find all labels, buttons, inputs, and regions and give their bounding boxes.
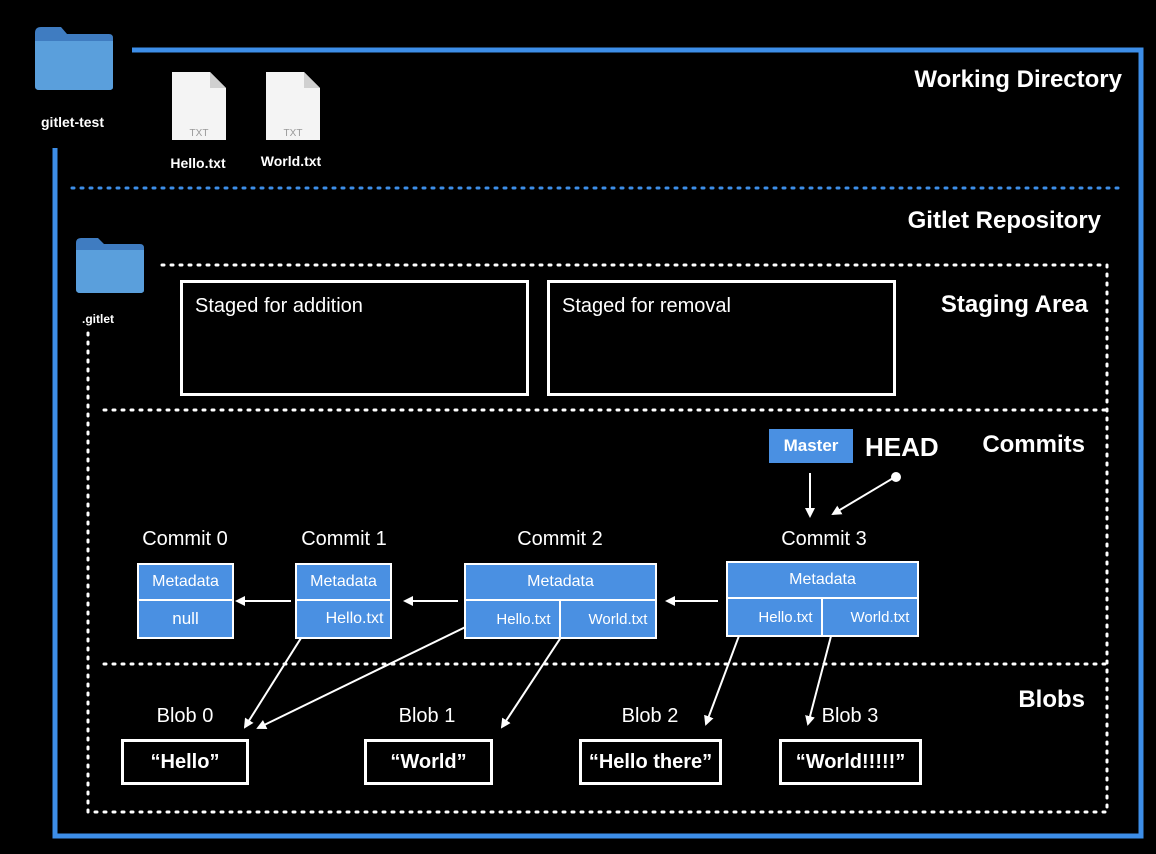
file-world[interactable]: TXT bbox=[264, 70, 324, 147]
blob-1-label: Blob 1 bbox=[398, 705, 456, 727]
blob-0-box[interactable]: “Hello” bbox=[121, 739, 249, 785]
commit-2-box[interactable]: Metadata Hello.txt World.txt bbox=[464, 563, 657, 639]
txt-file-icon: TXT bbox=[172, 72, 226, 140]
blobs-title: Blobs bbox=[1018, 686, 1085, 713]
working-directory-title: Working Directory bbox=[914, 66, 1122, 93]
commit-0-box[interactable]: Metadata null bbox=[137, 563, 234, 639]
blob-3-box[interactable]: “World!!!!!” bbox=[779, 739, 922, 785]
gitlet-repository-title: Gitlet Repository bbox=[907, 207, 1101, 234]
txt-file-icon: TXT bbox=[266, 72, 320, 140]
commit-null-parent: null bbox=[172, 609, 199, 628]
commits-title: Commits bbox=[982, 431, 1085, 458]
file-hello[interactable]: TXT bbox=[170, 70, 230, 147]
commit-3-label: Commit 3 bbox=[781, 528, 867, 550]
commit-file-entry: Hello.txt bbox=[325, 610, 384, 627]
working-directory-frame bbox=[52, 47, 1144, 839]
commit-1-label: Commit 1 bbox=[301, 528, 387, 550]
gitlet-folder-label: .gitlet bbox=[82, 312, 114, 326]
commit-metadata: Metadata bbox=[728, 563, 917, 599]
blob-3-label: Blob 3 bbox=[821, 705, 879, 727]
repository-frame bbox=[86, 263, 1109, 814]
file-world-label: World.txt bbox=[260, 153, 322, 169]
commit-2-label: Commit 2 bbox=[517, 528, 603, 550]
blob-1-box[interactable]: “World” bbox=[364, 739, 493, 785]
commit-file-entry: World.txt bbox=[588, 610, 648, 628]
blob-2-label: Blob 2 bbox=[621, 705, 679, 727]
commit-0-label: Commit 0 bbox=[142, 528, 228, 550]
working-dir-folder-label: gitlet-test bbox=[41, 114, 104, 130]
staged-for-addition-box: Staged for addition bbox=[180, 280, 529, 396]
blob-0-label: Blob 0 bbox=[156, 705, 214, 727]
commit-1-box[interactable]: Metadata Hello.txt bbox=[295, 563, 392, 639]
staging-area-title: Staging Area bbox=[940, 291, 1088, 318]
commit-3-box[interactable]: Metadata Hello.txt World.txt bbox=[726, 561, 919, 637]
master-branch-pointer[interactable]: Master bbox=[769, 429, 853, 463]
svg-text:TXT: TXT bbox=[190, 128, 209, 139]
staged-for-removal-box: Staged for removal bbox=[547, 280, 896, 396]
commit-file-entry: World.txt bbox=[850, 608, 910, 626]
head-pointer: HEAD bbox=[865, 432, 939, 462]
commit-file-entry: Hello.txt bbox=[728, 599, 823, 635]
staged-for-removal-label: Staged for removal bbox=[562, 295, 731, 317]
file-hello-label: Hello.txt bbox=[170, 155, 226, 171]
folder-icon[interactable] bbox=[74, 236, 146, 294]
staged-for-addition-label: Staged for addition bbox=[195, 295, 363, 317]
blob-2-box[interactable]: “Hello there” bbox=[579, 739, 722, 785]
commit-metadata: Metadata bbox=[139, 565, 232, 601]
arrow-head-to-commit3 bbox=[831, 476, 896, 516]
commit-metadata: Metadata bbox=[466, 565, 655, 601]
commit-metadata: Metadata bbox=[297, 565, 390, 601]
commit-file-entry: Hello.txt bbox=[466, 601, 561, 637]
folder-icon[interactable] bbox=[33, 25, 115, 91]
svg-text:TXT: TXT bbox=[284, 128, 303, 139]
arrow-c2-hello-to-blob0 bbox=[256, 618, 483, 729]
